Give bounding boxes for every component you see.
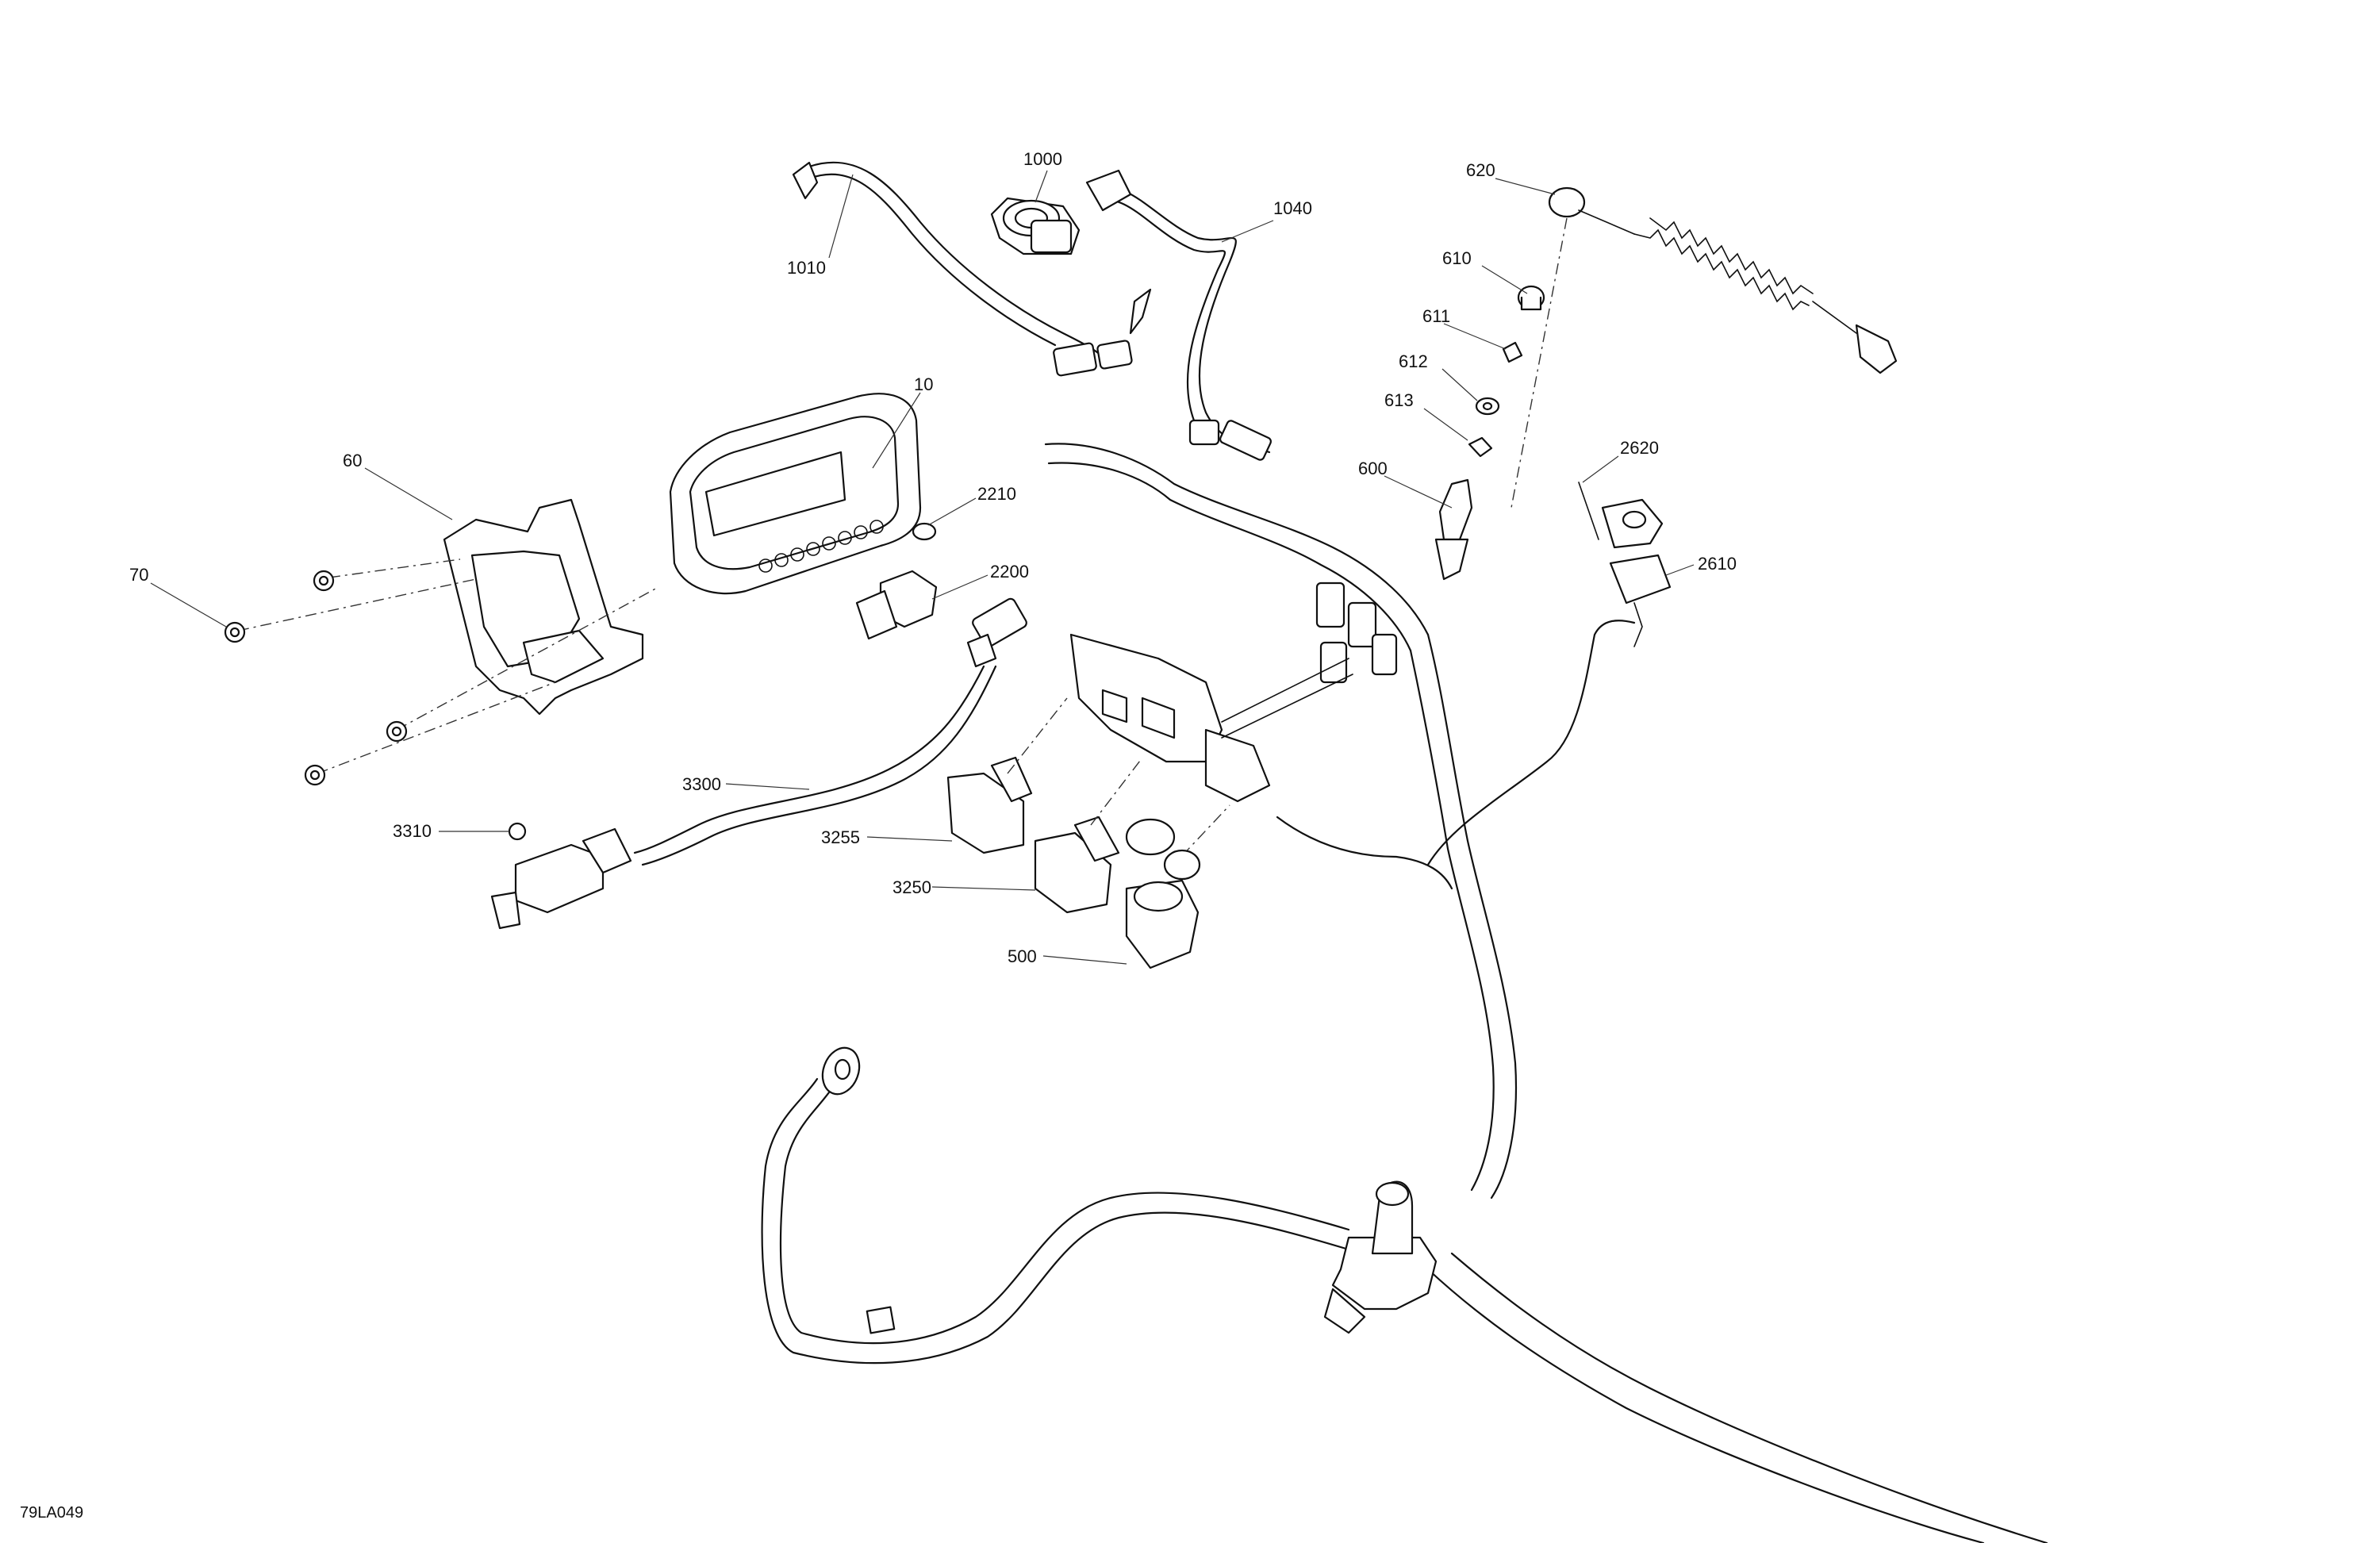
callout-3250: 3250 [892, 877, 931, 897]
callout-613: 613 [1384, 390, 1414, 410]
callout-1010: 1010 [787, 258, 826, 278]
callout-labels: 1000 1010 1040 620 610 611 612 613 600 1… [129, 149, 1737, 966]
callout-60: 60 [343, 451, 362, 470]
callout-70: 70 [129, 565, 148, 585]
callout-620: 620 [1466, 160, 1495, 180]
tether-cord-620 [1548, 186, 1898, 374]
ignition-switch [1125, 818, 1201, 969]
power-outlet-1000 [990, 197, 1081, 255]
harness-3300 [490, 597, 1027, 930]
drawing-reference: 79LA049 [20, 1504, 83, 1522]
callout-10: 10 [914, 374, 933, 394]
harness-1040 [1085, 169, 1272, 461]
dess-post-stack [1434, 217, 1568, 581]
callout-610: 610 [1442, 248, 1472, 268]
callout-1040: 1040 [1273, 198, 1312, 218]
callout-611: 611 [1422, 306, 1450, 326]
callout-500: 500 [1008, 946, 1037, 966]
callout-3310: 3310 [393, 821, 432, 841]
callout-600: 600 [1358, 459, 1388, 478]
callout-2200: 2200 [990, 562, 1029, 582]
leader-lines [150, 170, 1695, 965]
main-harness [761, 443, 2048, 1543]
cluster-bracket [224, 498, 659, 786]
instrument-cluster [669, 393, 922, 595]
harness-1010 [792, 161, 1152, 377]
sensor-2200 [855, 522, 938, 640]
callout-3300: 3300 [682, 774, 721, 794]
callout-2620: 2620 [1620, 438, 1659, 458]
callout-3255: 3255 [821, 827, 860, 847]
callout-2210: 2210 [977, 484, 1016, 504]
callout-1000: 1000 [1023, 149, 1062, 169]
sensor-2620-2610 [1578, 482, 1672, 647]
callout-612: 612 [1399, 351, 1428, 371]
rocker-switches [946, 697, 1230, 914]
callout-2610: 2610 [1698, 554, 1737, 574]
